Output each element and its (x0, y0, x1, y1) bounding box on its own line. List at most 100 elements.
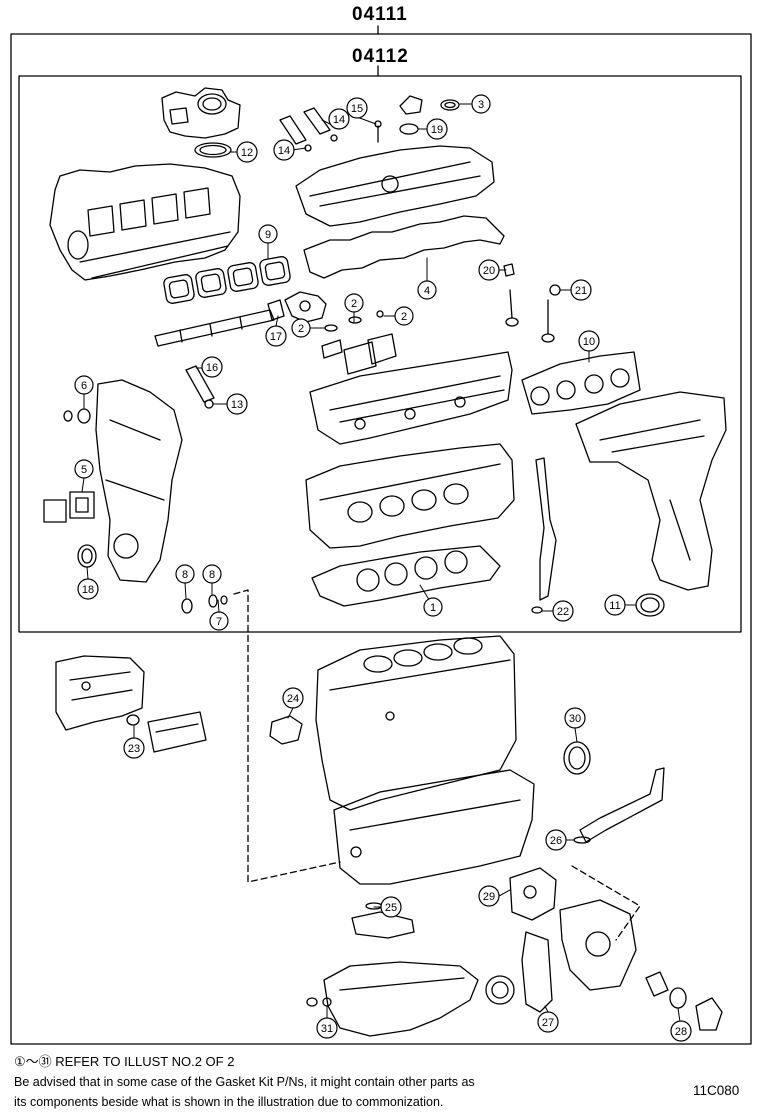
head-gasket-drawing (311, 545, 501, 607)
lower-crankcase-drawing (333, 769, 535, 885)
callout-19: 19 (426, 118, 448, 140)
callout-text: 10 (583, 336, 595, 348)
footer-reference: ①～㉛ REFER TO ILLUST NO.2 OF 2 (14, 1054, 235, 1069)
dashed-leader-right (571, 865, 641, 941)
timing-cover-drawing (95, 379, 183, 583)
seal-18 (77, 544, 97, 568)
callout-15: 15 (346, 97, 368, 119)
kit-04112-frame (18, 75, 742, 633)
callout-text: 5 (81, 464, 87, 476)
callout-26: 26 (545, 829, 567, 851)
callout-text: 24 (287, 693, 299, 705)
callout-14: 14 (328, 108, 350, 130)
callout-9: 9 (258, 224, 278, 244)
intake-gasket-drawing (163, 256, 291, 304)
callout-8: 8 (175, 564, 195, 584)
intake-manifold-drawing (49, 163, 241, 281)
callout-16: 16 (201, 356, 223, 378)
callout-text: 20 (483, 265, 495, 277)
callout-text: 31 (321, 1023, 333, 1035)
water-inlet (269, 715, 303, 745)
callout-24: 24 (282, 687, 304, 709)
oil-filler-cap-drawing (399, 95, 460, 135)
callout-text: 17 (270, 331, 282, 343)
callout-5: 5 (74, 459, 94, 479)
callout-text: 15 (351, 103, 363, 115)
callout-13: 13 (226, 393, 248, 415)
callout-27: 27 (537, 1011, 559, 1033)
oil-pan-drawing (323, 961, 479, 1037)
exhaust-gasket-drawing (521, 351, 641, 415)
callout-11: 11 (604, 594, 626, 616)
callout-18: 18 (77, 578, 99, 600)
callout-2: 2 (344, 293, 364, 313)
callout-text: 4 (424, 285, 430, 297)
oring-8a (181, 598, 193, 614)
kit-04112-label: 04112 (352, 46, 409, 67)
callout-text: 3 (478, 99, 484, 111)
callout-4: 4 (417, 280, 437, 300)
valves-drawing (503, 263, 561, 343)
cam-housing-drawing (309, 351, 513, 445)
callout-3: 3 (471, 94, 491, 114)
injectors-drawing (279, 107, 338, 152)
callout-text: 22 (557, 606, 569, 618)
callout-text: 26 (550, 835, 562, 847)
gasket-5-drawing (43, 491, 95, 523)
callout-8: 8 (202, 564, 222, 584)
callout-text: 12 (241, 147, 253, 159)
callout-1: 1 (423, 597, 443, 617)
callout-text: 2 (401, 311, 407, 323)
head-cover-drawing (295, 145, 495, 227)
callout-30: 30 (564, 707, 586, 729)
throttle-body-drawing (161, 87, 241, 139)
callout-10: 10 (578, 330, 600, 352)
callout-14: 14 (273, 139, 295, 161)
callout-21: 21 (570, 279, 592, 301)
callout-17: 17 (265, 325, 287, 347)
water-pump-drawing (485, 867, 637, 1013)
callout-text: 1 (430, 602, 436, 614)
callout-text: 19 (431, 124, 443, 136)
callout-text: 8 (209, 569, 215, 581)
callout-23: 23 (123, 737, 145, 759)
callout-layer: 1 2 2 2 3 4 5 6 7 8 8 9 10 11 12 13 14 1… (74, 94, 692, 1042)
kit-04111-frame (10, 33, 752, 1045)
callout-text: 2 (298, 323, 304, 335)
callout-text: 7 (216, 616, 222, 628)
callout-text: 30 (569, 713, 581, 725)
rear-cover-drawing (55, 655, 145, 731)
callout-text: 28 (675, 1026, 687, 1038)
callout-text: 14 (278, 145, 290, 157)
callout-text: 6 (81, 380, 87, 392)
callout-2: 2 (291, 318, 311, 338)
cylinder-head-drawing (305, 443, 515, 549)
callout-12: 12 (236, 141, 258, 163)
sensor-drawing (645, 971, 669, 997)
callout-29: 29 (478, 885, 500, 907)
callout-text: 21 (575, 285, 587, 297)
callout-28: 28 (670, 1020, 692, 1042)
fuel-rail-drawing (154, 299, 285, 347)
callout-text: 2 (351, 298, 357, 310)
cylinder-block-drawing (315, 635, 517, 811)
throttle-gasket (194, 142, 232, 158)
callout-text: 23 (128, 743, 140, 755)
callout-text: 8 (182, 569, 188, 581)
callout-text: 14 (333, 114, 345, 126)
callout-22: 22 (552, 600, 574, 622)
callout-6: 6 (74, 375, 94, 395)
callout-text: 11 (609, 600, 620, 612)
callout-text: 9 (265, 229, 271, 241)
callout-25: 25 (380, 896, 402, 918)
camshaft-caps-drawing (321, 310, 397, 375)
oil-gauge-tube (579, 767, 665, 843)
callout-2: 2 (394, 306, 414, 326)
illustration-code: 11C080 (693, 1083, 740, 1098)
callout-text: 27 (542, 1017, 554, 1029)
footer-note-line2: its components beside what is shown in t… (14, 1095, 444, 1109)
footer-note-line1: Be advised that in some case of the Gask… (14, 1075, 475, 1089)
callout-text: 25 (385, 902, 397, 914)
